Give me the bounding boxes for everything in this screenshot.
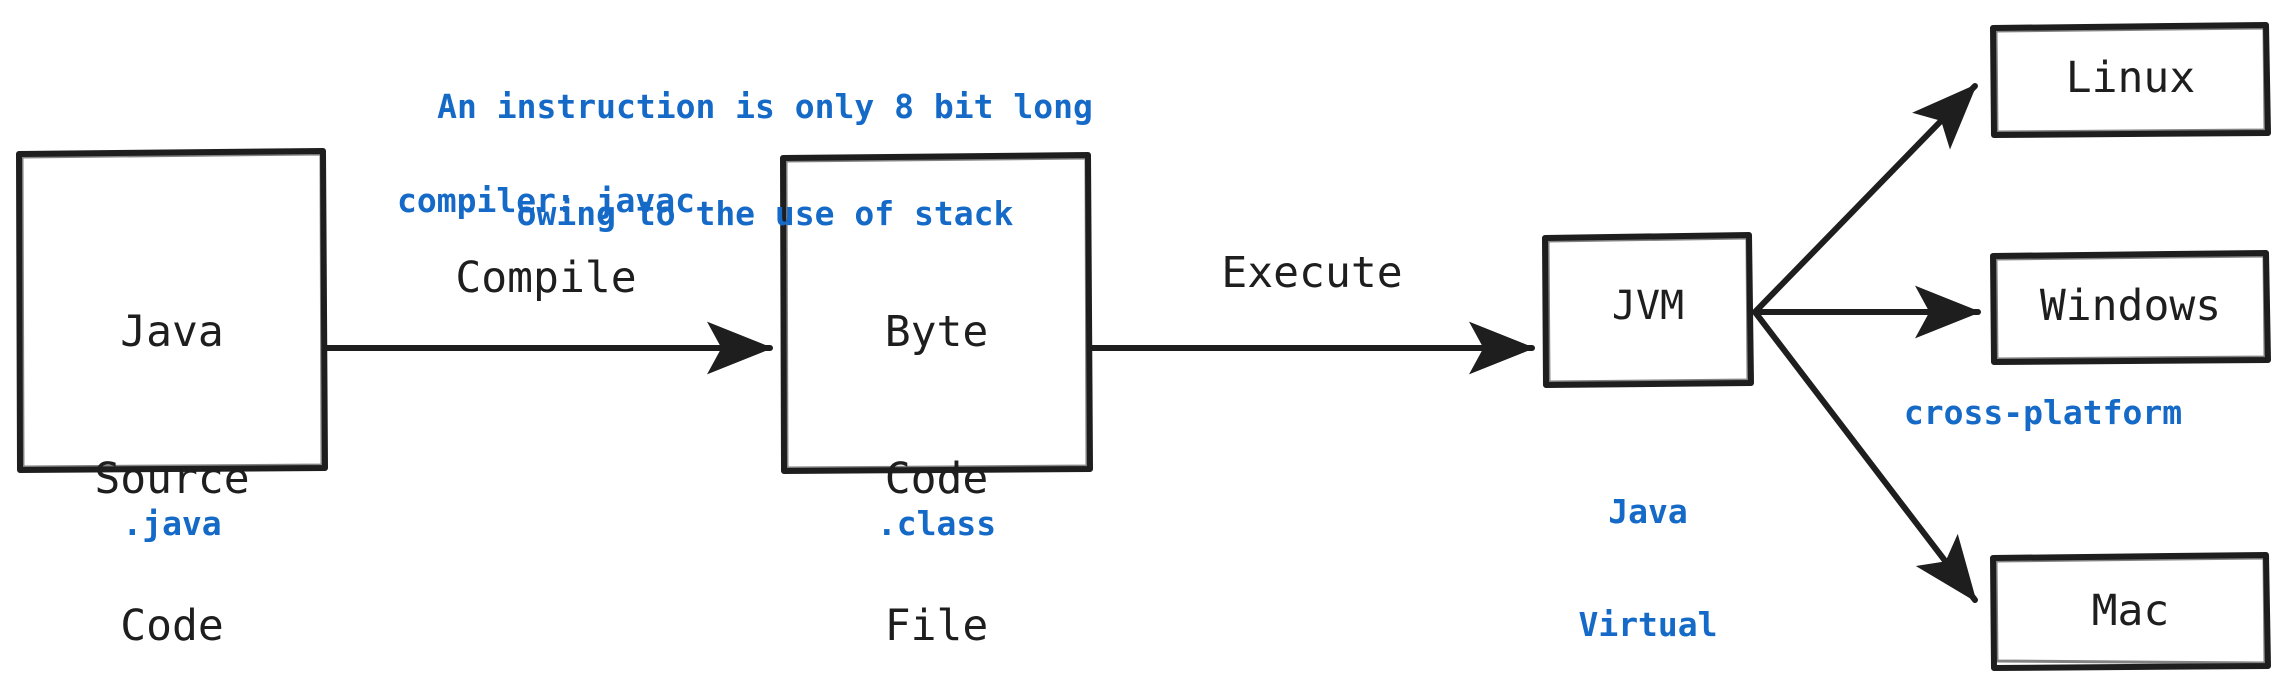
box-linux xyxy=(1990,22,2271,138)
box-windows xyxy=(1990,250,2271,365)
box-jvm xyxy=(1542,232,1754,388)
box-mac xyxy=(1990,552,2271,671)
box-byte-code-file xyxy=(780,152,1093,474)
arrow-jvm-to-mac xyxy=(1752,309,1978,603)
box-java-source-code xyxy=(16,148,328,473)
arrow-jvm-to-linux xyxy=(1752,83,1978,315)
